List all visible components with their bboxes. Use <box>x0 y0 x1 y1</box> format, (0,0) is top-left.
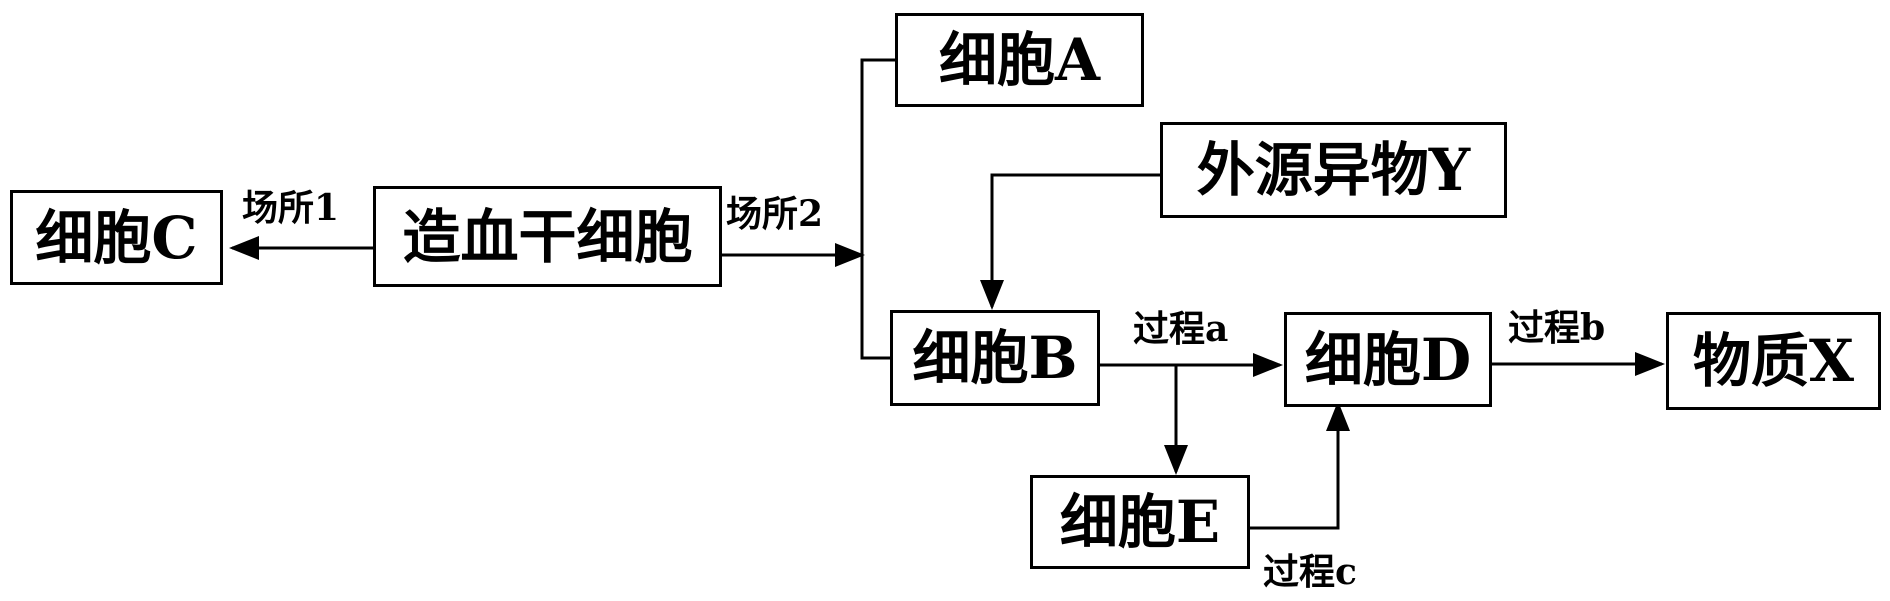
substance-x-box: 物质X <box>1666 312 1881 410</box>
process-a-label: 过程a <box>1133 308 1229 350</box>
branch-to-cell-a <box>860 58 895 360</box>
hematopoietic-stem-cell-box: 造血干细胞 <box>373 186 722 287</box>
cell-b-box: 细胞B <box>890 310 1100 406</box>
arrow-antigen-to-cell-b <box>980 173 1160 310</box>
site-2-label: 场所2 <box>726 193 824 235</box>
cell-e-box: 细胞E <box>1030 475 1250 569</box>
cell-d-box: 细胞D <box>1284 312 1492 407</box>
process-b-label: 过程b <box>1508 307 1606 349</box>
cell-a-box: 细胞A <box>895 13 1144 107</box>
site-1-label: 场所1 <box>242 187 340 229</box>
arrow-cell-e-to-cell-d <box>1250 401 1350 530</box>
cell-c-box: 细胞C <box>10 190 223 285</box>
antigen-y-box: 外源异物Y <box>1160 122 1507 218</box>
process-c-label: 过程c <box>1263 551 1357 593</box>
